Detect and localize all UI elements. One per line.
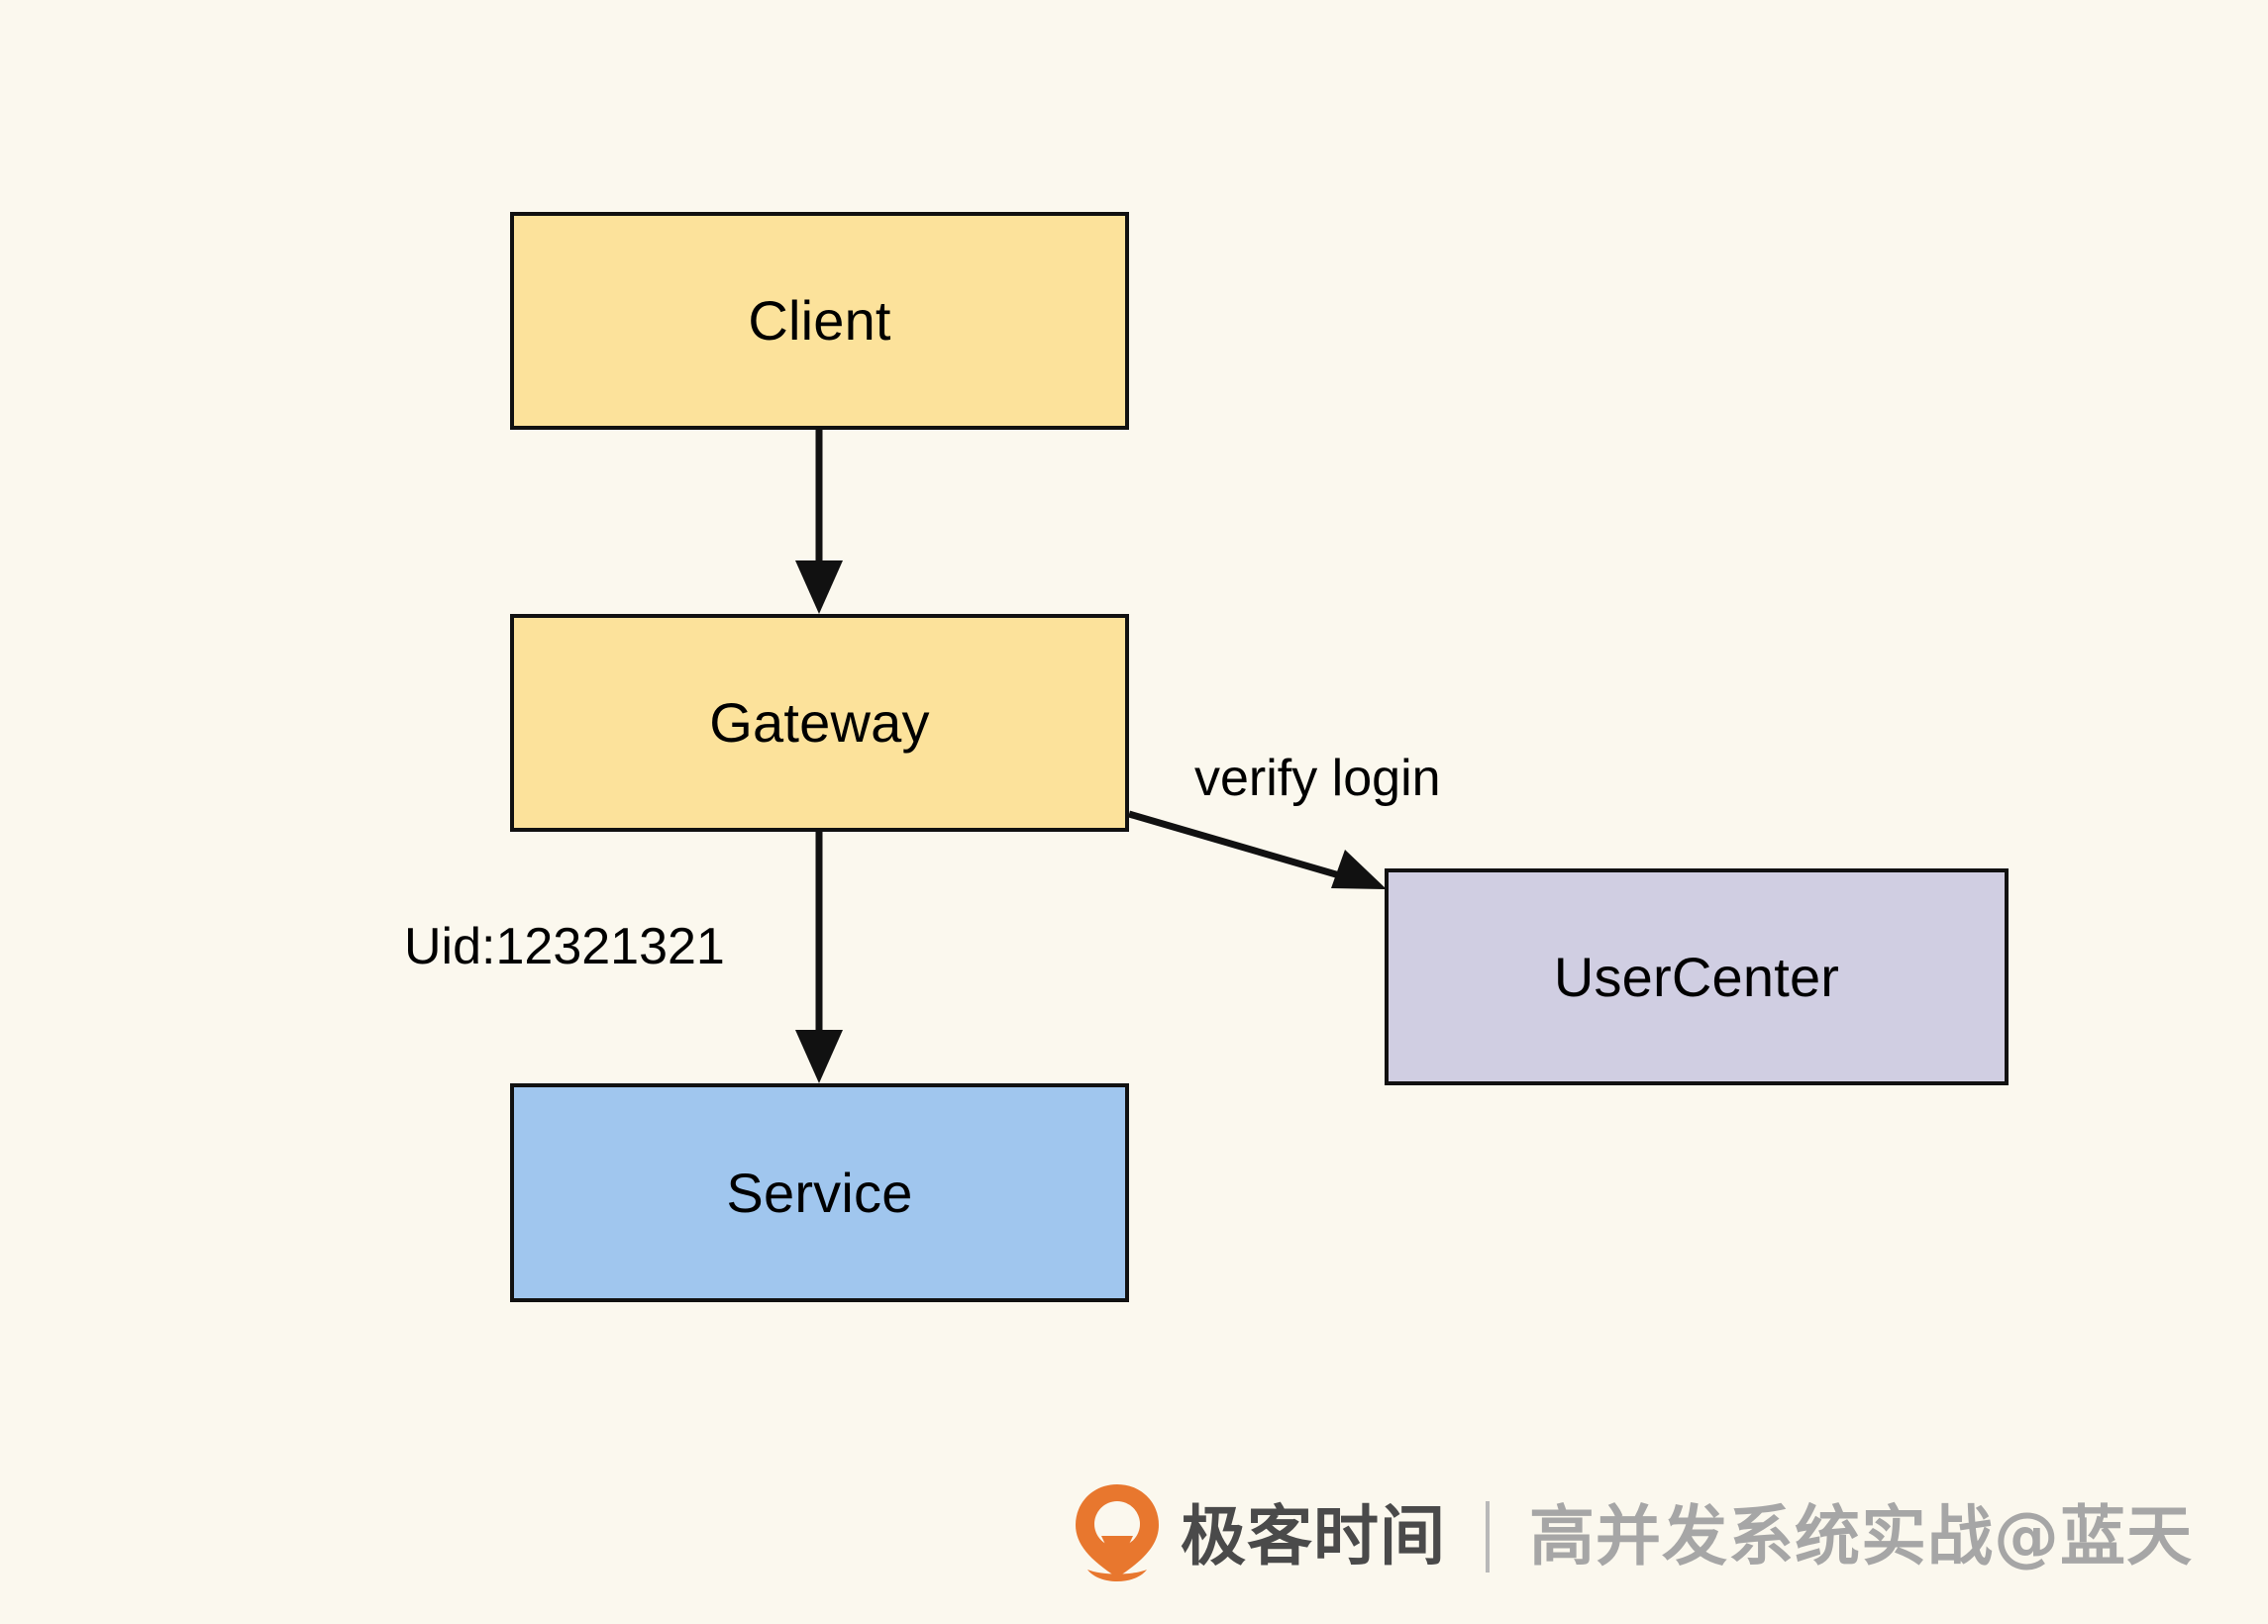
watermark-divider bbox=[1486, 1501, 1490, 1573]
node-client-label: Client bbox=[748, 289, 891, 352]
node-service-label: Service bbox=[726, 1161, 913, 1224]
node-gateway-label: Gateway bbox=[709, 691, 930, 754]
watermark-course: 高并发系统实战@蓝天 bbox=[1529, 1498, 2193, 1574]
edge-gateway-to-service bbox=[795, 832, 843, 1083]
watermark-brand: 极客时间 bbox=[1181, 1498, 1446, 1574]
node-service[interactable]: Service bbox=[510, 1083, 1129, 1302]
edge-label-verify-login: verify login bbox=[1194, 750, 1441, 807]
node-gateway[interactable]: Gateway bbox=[510, 614, 1129, 832]
edge-client-to-gateway bbox=[795, 430, 843, 614]
edge-label-uid: Uid:12321321 bbox=[404, 918, 725, 975]
edge-gateway-to-usercenter bbox=[1128, 810, 1387, 889]
node-usercenter[interactable]: UserCenter bbox=[1385, 868, 2009, 1085]
node-usercenter-label: UserCenter bbox=[1553, 945, 1840, 1008]
node-client[interactable]: Client bbox=[510, 212, 1129, 430]
geektime-logo-icon bbox=[1076, 1484, 1159, 1581]
watermark: 极客时间 高并发系统实战@蓝天 bbox=[1072, 1477, 2193, 1596]
